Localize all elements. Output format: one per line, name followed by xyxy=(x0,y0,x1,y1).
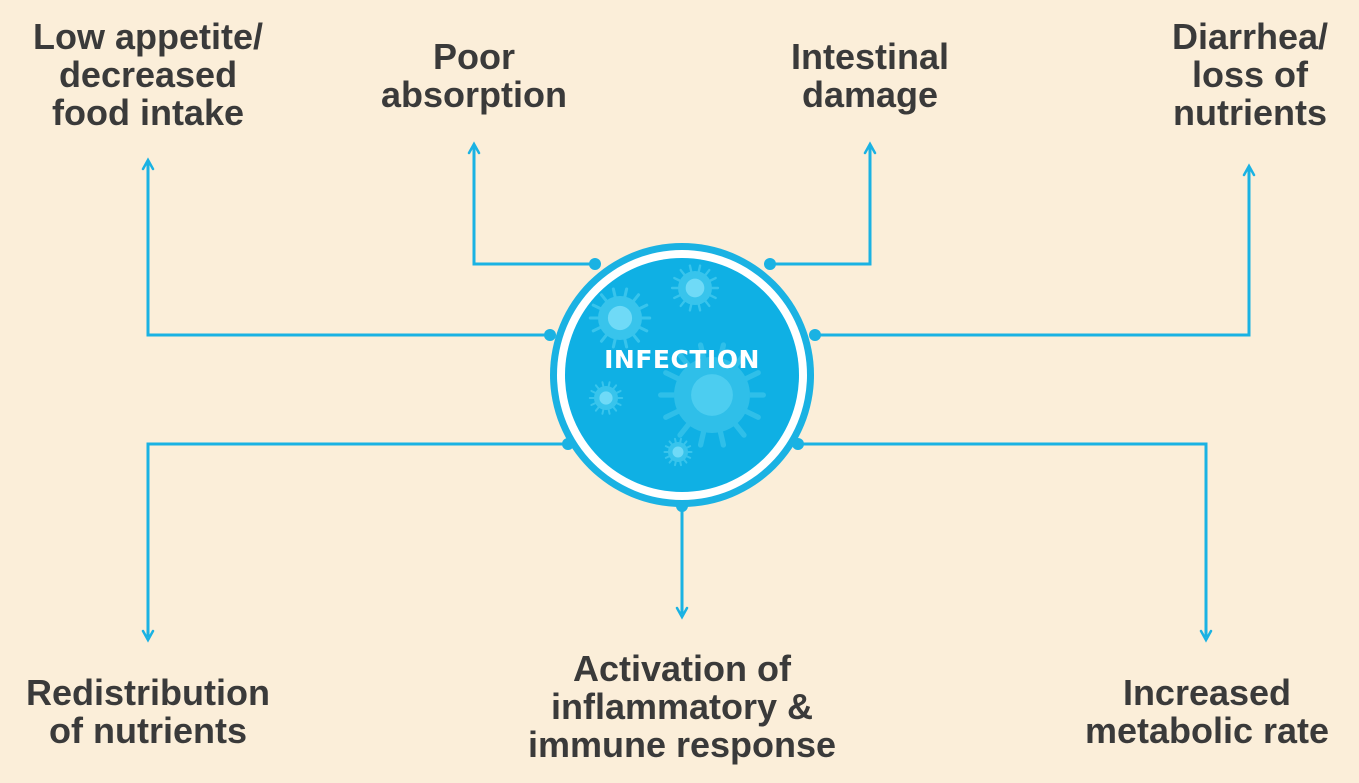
label-diarrhea: Diarrhea/ loss of nutrients xyxy=(1150,18,1350,132)
junction-dot xyxy=(544,329,556,341)
label-poor-absorption: Poor absorption xyxy=(354,38,594,114)
label-line: Diarrhea/ xyxy=(1150,18,1350,56)
connector-poor-absorption xyxy=(474,146,595,264)
label-line: nutrients xyxy=(1150,94,1350,132)
junction-dot xyxy=(764,258,776,270)
label-metabolic-rate: Increased metabolic rate xyxy=(1062,674,1352,750)
label-line: metabolic rate xyxy=(1062,712,1352,750)
label-line: Redistribution xyxy=(8,674,288,712)
label-line: Intestinal xyxy=(760,38,980,76)
junction-dot xyxy=(792,438,804,450)
label-line: Low appetite/ xyxy=(8,18,288,56)
label-line: immune response xyxy=(502,726,862,764)
junction-dot xyxy=(562,438,574,450)
label-line: of nutrients xyxy=(8,712,288,750)
connector-intestinal-damage xyxy=(770,146,870,264)
label-line: inflammatory & xyxy=(502,688,862,726)
label-line: absorption xyxy=(354,76,594,114)
junction-dot xyxy=(676,500,688,512)
label-intestinal-damage: Intestinal damage xyxy=(760,38,980,114)
junction-dot xyxy=(809,329,821,341)
label-line: damage xyxy=(760,76,980,114)
label-line: Poor xyxy=(354,38,594,76)
connector-diarrhea xyxy=(815,168,1249,335)
connector-redistribution xyxy=(148,444,568,637)
connector-metabolic-rate xyxy=(798,444,1206,637)
junction-dot xyxy=(589,258,601,270)
label-redistribution: Redistribution of nutrients xyxy=(8,674,288,750)
label-line: Activation of xyxy=(502,650,862,688)
label-line: Increased xyxy=(1062,674,1352,712)
label-line: loss of xyxy=(1150,56,1350,94)
center-label: INFECTION xyxy=(572,345,792,374)
label-low-appetite: Low appetite/ decreased food intake xyxy=(8,18,288,132)
label-line: food intake xyxy=(8,94,288,132)
label-line: decreased xyxy=(8,56,288,94)
label-activation: Activation of inflammatory & immune resp… xyxy=(502,650,862,764)
connector-low-appetite xyxy=(148,162,550,335)
